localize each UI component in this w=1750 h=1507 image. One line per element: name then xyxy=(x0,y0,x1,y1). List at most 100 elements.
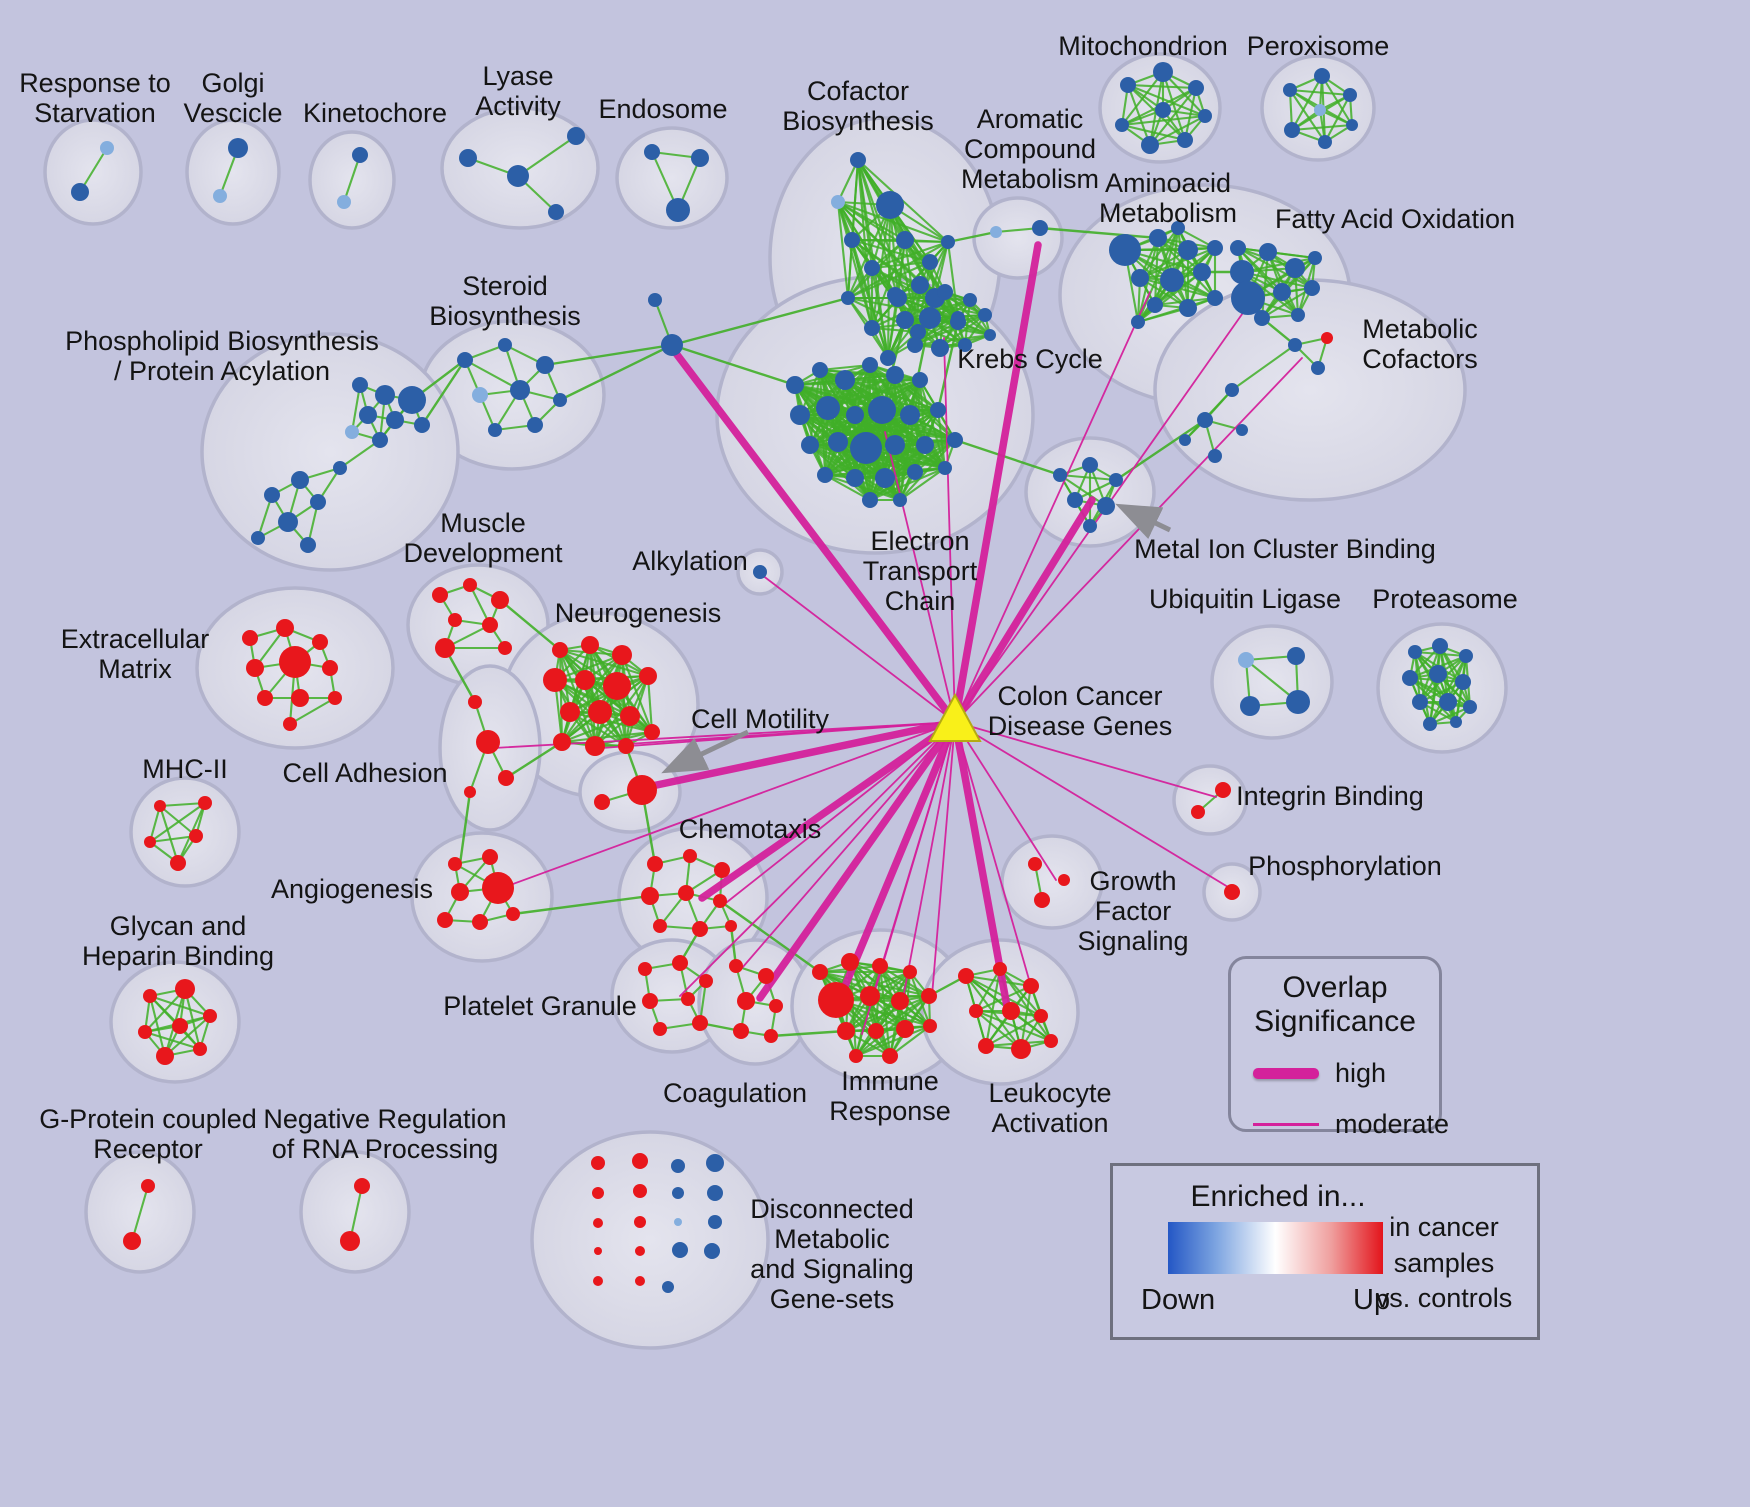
leukocyte-activation-node xyxy=(1044,1034,1058,1048)
cofactor-biosynthesis-node xyxy=(841,291,855,305)
leukocyte-activation-edge xyxy=(985,1015,1042,1047)
g-protein-coupled-receptor-edge xyxy=(130,1185,150,1242)
enriched-note-line3: vs. controls xyxy=(1375,1283,1513,1314)
disconnected-gene-sets-node xyxy=(704,1243,720,1259)
overlap-edge-moderate xyxy=(954,721,1234,891)
krebs-cycle-edge xyxy=(939,314,986,349)
metal-ion-cluster-binding-node xyxy=(1109,473,1123,487)
mhc-ii-edge xyxy=(158,805,180,864)
muscle-development-node xyxy=(491,591,509,609)
aromatic-compound-metabolism-node xyxy=(1032,220,1048,236)
inter-cluster-edge xyxy=(671,296,849,347)
label-endosome: Endosome xyxy=(598,94,727,124)
enriched-in-legend: Enriched in... Down Up in cancer samples… xyxy=(1110,1163,1540,1340)
electron-transport-chain-edge xyxy=(824,474,871,501)
cofactor-biosynthesis-edge xyxy=(836,201,850,299)
extracellular-matrix-edge xyxy=(289,697,336,725)
mitochondrion-node xyxy=(1153,62,1173,82)
glycan-heparin-binding-node xyxy=(156,1047,174,1065)
growth-factor-signaling-node xyxy=(1028,857,1042,871)
label-kinetochore: Kinetochore xyxy=(303,98,447,128)
fatty-acid-oxidation-node xyxy=(1304,280,1320,296)
disconnected-gene-sets-node xyxy=(671,1159,685,1173)
electron-transport-chain-edge xyxy=(837,408,939,444)
angiogenesis-node xyxy=(472,914,488,930)
high-significance-line-swatch xyxy=(1253,1068,1319,1080)
muscle-development-node xyxy=(448,613,462,627)
mhc-ii-node xyxy=(170,855,186,871)
cluster-disconnected-gene-sets xyxy=(530,1130,770,1350)
electron-transport-chain-edge xyxy=(809,444,871,501)
immune-response-edge xyxy=(855,995,930,1057)
immune-response-node xyxy=(860,986,880,1006)
electron-transport-chain-node xyxy=(885,435,905,455)
aromatic-compound-metabolism-node xyxy=(990,226,1002,238)
disconnected-gene-sets-node xyxy=(706,1154,724,1172)
electron-transport-chain-edge xyxy=(799,364,871,416)
electron-transport-chain-node xyxy=(916,436,934,454)
neurogenesis-node xyxy=(620,706,640,726)
steroid-biosynthesis-node xyxy=(472,387,488,403)
cell-adhesion-node xyxy=(468,695,482,709)
inter-cluster-edge xyxy=(1115,419,1206,481)
neurogenesis-node xyxy=(581,636,599,654)
golgi-vescicle-node xyxy=(228,138,248,158)
cell-motility-arrow xyxy=(661,729,750,774)
cell-adhesion-node xyxy=(476,730,500,754)
phospholipid-biosynthesis-node xyxy=(375,385,395,405)
krebs-cycle-node xyxy=(931,339,949,357)
disconnected-gene-sets-node xyxy=(672,1242,688,1258)
angiogenesis-node xyxy=(437,912,453,928)
krebs-cycle-node xyxy=(984,329,996,341)
fatty-acid-oxidation-node xyxy=(1231,281,1265,315)
electron-transport-chain-node xyxy=(817,467,833,483)
cluster-growth-factor-signaling xyxy=(1000,834,1104,930)
metabolic-cofactors-node xyxy=(1179,434,1191,446)
inter-cluster-edge xyxy=(512,894,651,916)
label-phospholipid-biosynthesis: Phospholipid Biosynthesis/ Protein Acyla… xyxy=(65,326,379,386)
coagulation-node xyxy=(758,968,774,984)
junction-node xyxy=(661,334,683,356)
metal-ion-cluster-binding-node xyxy=(1097,497,1115,515)
disconnected-gene-sets-node xyxy=(708,1215,722,1229)
neurogenesis-node xyxy=(618,738,634,754)
neurogenesis-edge xyxy=(569,710,653,734)
cofactor-biosynthesis-node xyxy=(922,254,938,270)
endosome-node xyxy=(644,144,660,160)
metal-ion-cluster-binding-arrow xyxy=(1115,503,1172,539)
aminoacid-metabolism-node xyxy=(1207,240,1223,256)
overlap-edge-moderate xyxy=(761,574,956,723)
overlap-legend-title-line1: Overlap xyxy=(1282,971,1388,1004)
proteasome-node xyxy=(1463,700,1477,714)
overlap-edge-moderate xyxy=(721,721,956,907)
proteasome-node xyxy=(1450,716,1462,728)
phospholipid-biosynthesis-node xyxy=(414,417,430,433)
mitochondrion-edge xyxy=(1121,123,1186,142)
peroxisome-node xyxy=(1343,88,1357,102)
mitochondrion-edge xyxy=(1121,71,1164,126)
phospholipid-biosynthesis-node xyxy=(345,425,359,439)
label-platelet-granule: Platelet Granule xyxy=(443,991,637,1021)
proteasome-edge xyxy=(1413,651,1432,725)
immune-response-node xyxy=(891,992,909,1010)
label-mitochondrion: Mitochondrion xyxy=(1058,31,1228,61)
mitochondrion-node xyxy=(1141,136,1159,154)
electron-transport-chain-node xyxy=(828,432,848,452)
platelet-granule-node xyxy=(638,962,652,976)
label-neurogenesis: Neurogenesis xyxy=(555,598,722,628)
junction-node xyxy=(648,293,662,307)
immune-response-node xyxy=(903,965,917,979)
lyase-activity-node xyxy=(507,165,529,187)
electron-transport-chain-node xyxy=(790,405,810,425)
inter-cluster-edge xyxy=(420,359,467,426)
aminoacid-metabolism-node xyxy=(1131,269,1149,287)
label-ubiquitin-ligase: Ubiquitin Ligase xyxy=(1149,584,1341,614)
aminoacid-metabolism-edge xyxy=(1139,247,1216,279)
extracellular-matrix-node xyxy=(312,634,328,650)
